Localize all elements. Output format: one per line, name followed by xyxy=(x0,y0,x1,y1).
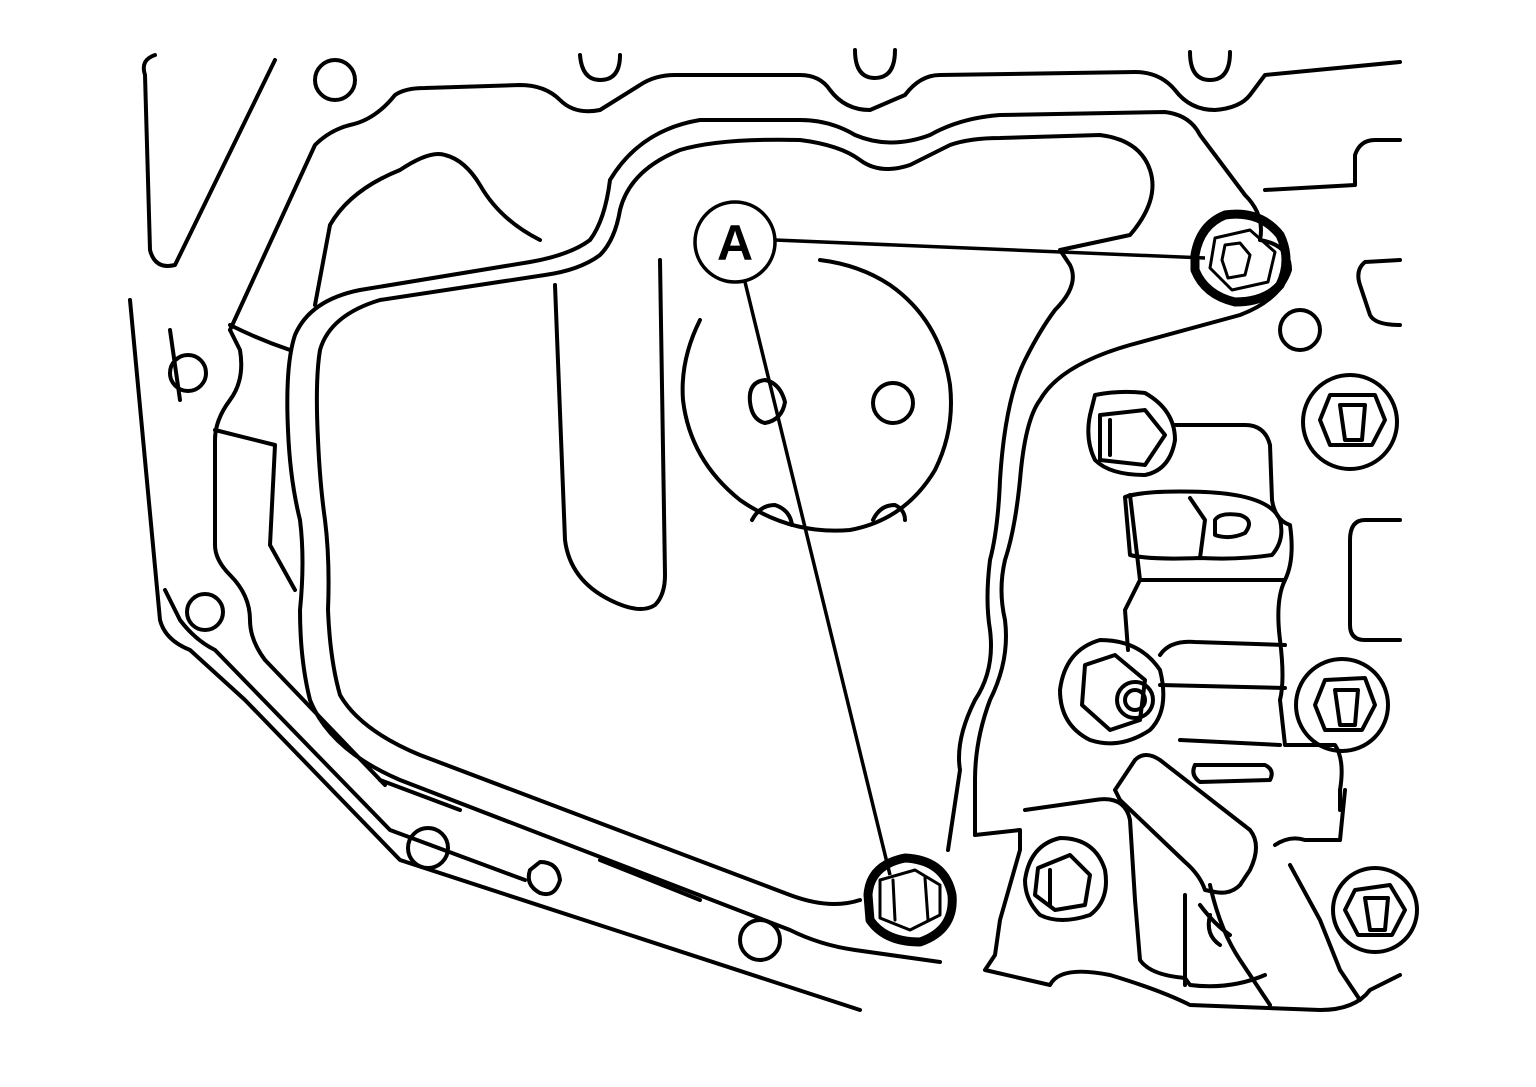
callout-leader-upper xyxy=(774,238,1206,260)
hex-bolt-4 xyxy=(1294,657,1390,753)
callout-label: A xyxy=(717,215,753,271)
hex-bolt-3 xyxy=(1058,638,1166,746)
hex-bolt-6 xyxy=(1331,866,1419,954)
valve-body xyxy=(973,138,1402,1012)
hex-bolt-1 xyxy=(1086,389,1177,477)
callout-a: A xyxy=(693,200,1206,876)
highlighted-bolt-a-upper xyxy=(1190,209,1291,307)
housing-flange xyxy=(128,48,1402,1012)
highlighted-bolt-a-lower xyxy=(863,853,957,947)
callout-circle xyxy=(693,200,777,284)
hex-bolt-5 xyxy=(1023,836,1108,922)
callout-leader-lower xyxy=(743,281,892,876)
hex-bolt-2 xyxy=(1301,373,1399,471)
case-rib xyxy=(213,152,702,902)
